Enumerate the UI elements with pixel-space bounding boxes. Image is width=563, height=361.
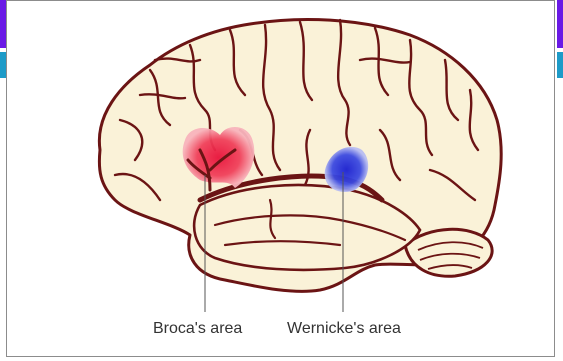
- cerebellum: [405, 229, 492, 276]
- wernicke-label: Wernicke's area: [287, 320, 401, 338]
- broca-label: Broca's area: [153, 320, 242, 338]
